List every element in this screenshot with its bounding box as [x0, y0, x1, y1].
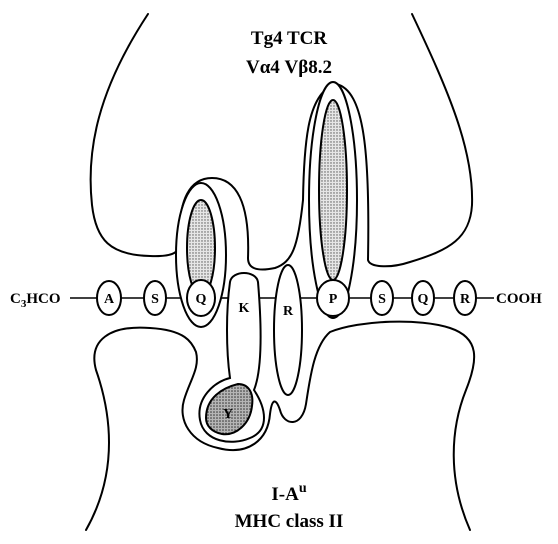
residue-a-label: A	[104, 292, 115, 307]
c-terminus-label: COOH	[496, 291, 542, 307]
residue-s2-label: S	[378, 292, 386, 307]
tcr-subtitle: Vα4 Vβ8.2	[246, 57, 332, 78]
tcr-title: Tg4 TCR	[251, 28, 327, 49]
residue-p-tcr-contact-shading	[319, 100, 347, 280]
residue-q-label: Q	[196, 292, 207, 307]
n-terminus-label: C3HCO	[10, 291, 61, 310]
residue-r-label: R	[283, 304, 294, 319]
residue-r-bead	[274, 265, 302, 395]
mhc-title: I-Au	[271, 481, 306, 505]
residue-s-label: S	[151, 292, 159, 307]
residue-p-label: P	[329, 292, 338, 307]
residue-k-label: K	[239, 301, 250, 316]
tcr-outline	[91, 14, 473, 270]
residue-r2-label: R	[460, 292, 471, 307]
residue-y-label: Y	[223, 407, 233, 422]
mhc-subtitle: MHC class II	[235, 511, 344, 532]
residue-q2-label: Q	[418, 292, 429, 307]
